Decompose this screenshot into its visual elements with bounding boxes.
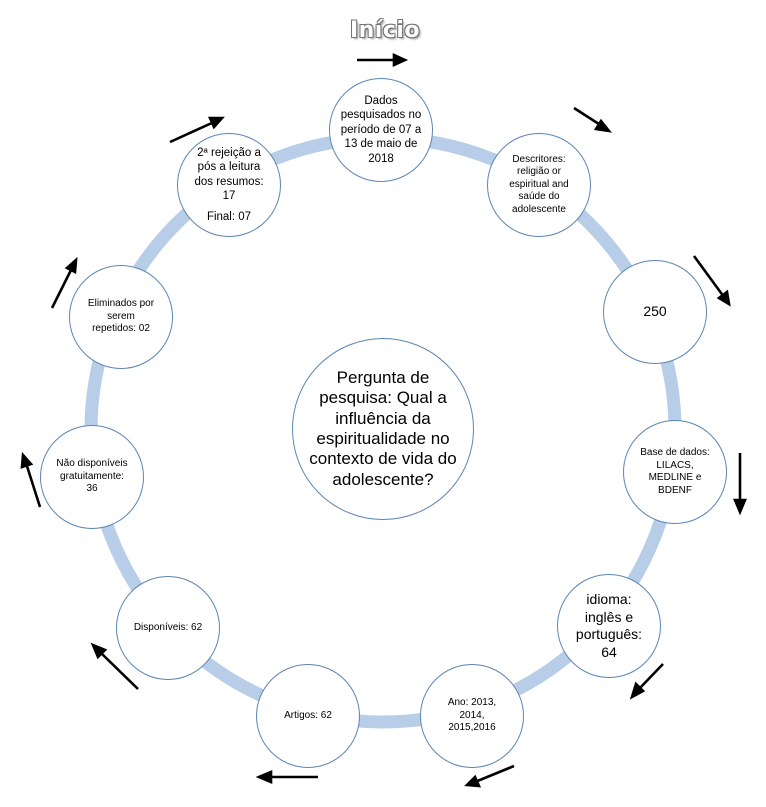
node-text: Artigos: 62 — [284, 709, 332, 721]
node-text: Base de dados: LILACS, MEDLINE e BDENF — [640, 447, 710, 496]
arrow-5 — [629, 663, 664, 700]
node-idioma: idioma: inglês e português: 64 — [557, 574, 661, 678]
arrow-8 — [90, 642, 139, 690]
node-text: Dados pesquisados no período de 07 a 13 … — [340, 95, 422, 165]
center-question-circle: Pergunta de pesquisa: Qual a influência … — [292, 338, 474, 520]
node-text: 2ª rejeição a pós a leitura dos resumos:… — [194, 147, 264, 203]
node-segunda-rejeicao: 2ª rejeição a pós a leitura dos resumos:… — [177, 133, 281, 237]
flow-arrows — [20, 52, 747, 788]
node-text-final: Final: 07 — [206, 210, 252, 223]
node-text: 250 — [643, 303, 667, 320]
center-question-text: Pergunta de pesquisa: Qual a influência … — [309, 367, 457, 489]
arrow-1 — [357, 52, 409, 68]
node-base-de-dados: Base de dados: LILACS, MEDLINE e BDENF — [623, 420, 727, 524]
arrow-11 — [169, 116, 225, 144]
arrow-7 — [255, 770, 318, 784]
arrow-9 — [20, 451, 42, 508]
diagram-title: Início — [349, 18, 421, 43]
arrow-3 — [692, 255, 731, 307]
arrow-2 — [573, 106, 613, 133]
node-artigos: Artigos: 62 — [256, 664, 360, 768]
node-text: Descritores: religião or espiritual and … — [509, 153, 569, 215]
node-nao-disponiveis: Não disponíveis gratuitamente: 36 — [40, 425, 144, 529]
arrow-6 — [464, 764, 515, 788]
arrow-4 — [733, 453, 747, 516]
node-text: Disponíveis: 62 — [133, 621, 203, 633]
node-descritores: Descritores: religião or espiritual and … — [487, 133, 591, 237]
node-eliminados: Eliminados por serem repetidos: 02 — [69, 265, 173, 369]
node-text: Ano: 2013, 2014, 2015,2016 — [447, 697, 497, 734]
node-250: 250 — [603, 260, 707, 364]
node-text: Não disponíveis gratuitamente: 36 — [56, 458, 128, 495]
node-text: idioma: inglês e português: 64 — [575, 591, 643, 660]
node-text: Eliminados por serem repetidos: 02 — [87, 298, 155, 335]
node-ano: Ano: 2013, 2014, 2015,2016 — [420, 664, 524, 768]
node-disponiveis: Disponíveis: 62 — [116, 576, 220, 680]
node-dados-pesquisados: Dados pesquisados no período de 07 a 13 … — [329, 78, 433, 182]
arrow-10 — [50, 256, 78, 309]
